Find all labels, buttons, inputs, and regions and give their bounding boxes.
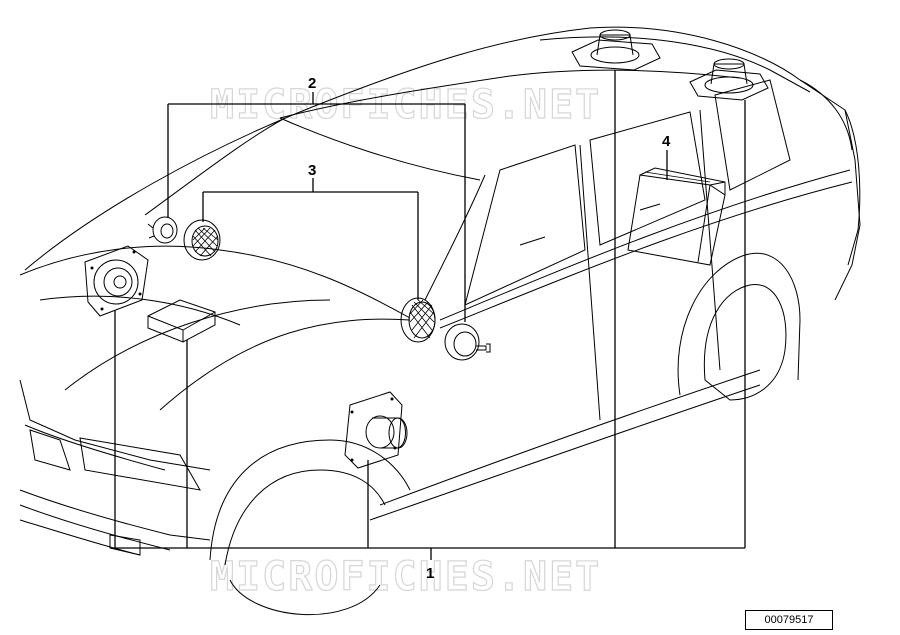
- tweeter-grille: [183, 219, 221, 261]
- part-number-label: 00079517: [745, 610, 833, 630]
- door-midrange-grille: [400, 297, 436, 343]
- callout-4: 4: [662, 133, 671, 150]
- amplifier-box: [627, 167, 726, 266]
- rear-speaker-left: [571, 29, 661, 71]
- tweeter-small: [147, 216, 178, 244]
- callout-2: 2: [308, 75, 316, 92]
- watermark-top: MICROFICHES.NET: [210, 82, 601, 128]
- leader-lines: [114, 70, 746, 560]
- callout-1: 1: [426, 565, 434, 582]
- watermark-bottom: MICROFICHES.NET: [210, 554, 601, 600]
- door-tweeter-pod: [444, 323, 491, 361]
- callout-3: 3: [308, 162, 316, 179]
- rear-speaker-right: [689, 58, 769, 101]
- door-woofer: [344, 391, 408, 469]
- front-square-speaker: [84, 245, 149, 317]
- control-unit: [147, 299, 216, 343]
